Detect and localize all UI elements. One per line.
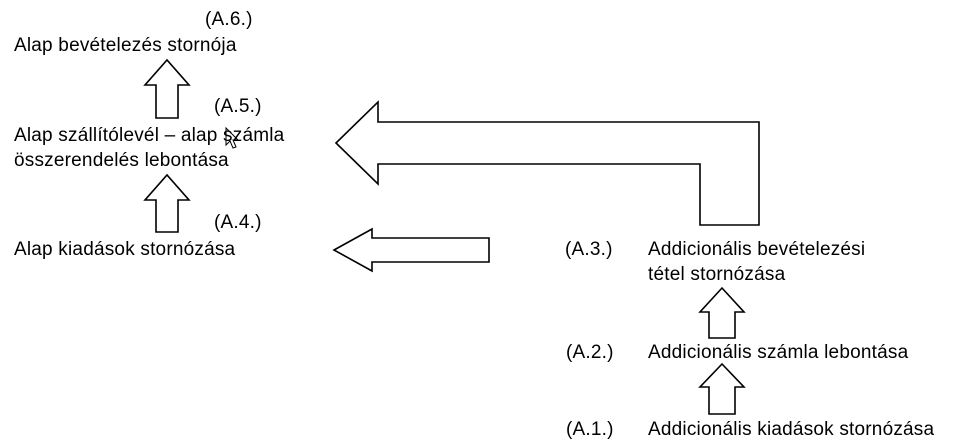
step-label-a1: Addicionális kiadások stornózása	[648, 419, 935, 440]
step-code-a3: (A.3.)	[565, 239, 613, 260]
step-code-a1: (A.1.)	[566, 419, 614, 440]
step-label-a6: Alap bevételezés stornója	[14, 35, 237, 56]
step-label-a5-line2: összerendelés lebontása	[14, 150, 229, 171]
up-arrow-a5-a6	[143, 58, 191, 119]
step-code-a6: (A.6.)	[205, 9, 253, 30]
left-arrow-a3-a4	[332, 227, 490, 273]
mouse-pointer-icon	[225, 126, 240, 149]
step-code-a2: (A.2.)	[566, 342, 614, 363]
step-label-a3-line2: tétel stornózása	[648, 264, 786, 285]
step-code-a4: (A.4.)	[214, 212, 262, 233]
step-code-a5: (A.5.)	[214, 96, 262, 117]
up-arrow-a4-a5	[143, 173, 191, 233]
up-arrow-a1-a2	[698, 362, 746, 415]
step-label-a5-line1: Alap szállítólevél – alap számla	[14, 125, 285, 146]
step-label-a4: Alap kiadások stornózása	[14, 239, 236, 260]
bent-arrow-a3-a5	[334, 100, 760, 226]
step-label-a2: Addicionális számla lebontása	[648, 342, 909, 363]
up-arrow-a2-a3	[698, 286, 746, 339]
step-label-a3-line1: Addicionális bevételezési	[648, 239, 866, 260]
